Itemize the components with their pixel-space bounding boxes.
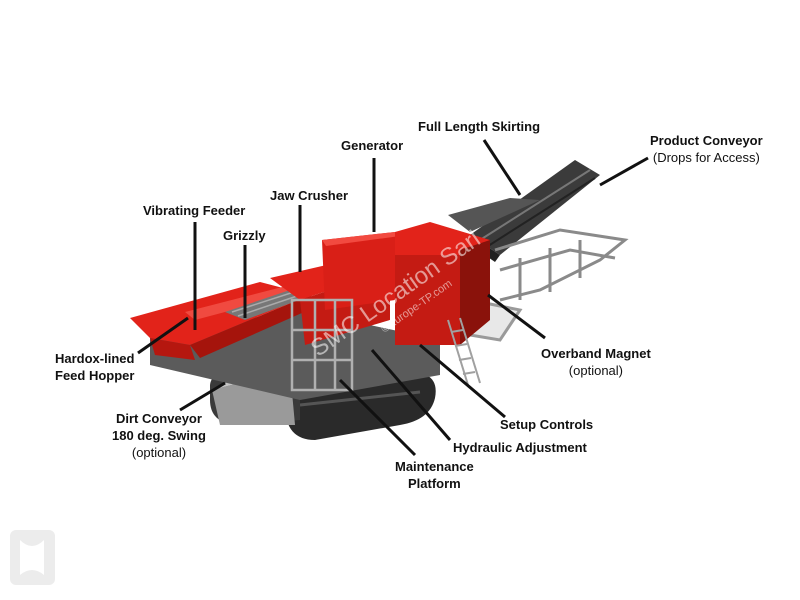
label-full-length-skirting-text: Full Length Skirting bbox=[418, 119, 541, 134]
label-setup-controls: Setup Controls bbox=[500, 416, 593, 433]
leader-hardox bbox=[137, 316, 189, 355]
label-hardox-line1: Hardox-lined bbox=[55, 351, 135, 366]
label-grizzly: Grizzly bbox=[223, 227, 266, 244]
generator-shape bbox=[322, 232, 400, 310]
power-unit-shape bbox=[395, 222, 490, 345]
label-generator: Generator bbox=[341, 137, 403, 154]
label-jaw-crusher-text: Jaw Crusher bbox=[270, 188, 349, 203]
feed-hopper-shape bbox=[130, 282, 320, 360]
leader-lines bbox=[137, 139, 649, 457]
label-maintenance-line1: Maintenance bbox=[395, 459, 474, 474]
leader-dirt-conveyor bbox=[179, 381, 226, 412]
label-hydraulic-adjustment-text: Hydraulic Adjustment bbox=[453, 440, 587, 455]
leader-full-length-skirting bbox=[482, 139, 522, 196]
label-grizzly-text: Grizzly bbox=[223, 228, 266, 243]
label-generator-text: Generator bbox=[341, 138, 404, 153]
leader-product-conveyor bbox=[599, 156, 649, 187]
label-product-conveyor-note: (Drops for Access) bbox=[652, 150, 760, 165]
maintenance-platform-shape bbox=[290, 298, 354, 392]
label-vibrating-feeder-text: Vibrating Feeder bbox=[143, 203, 246, 218]
label-maintenance-platform: Maintenance Platform bbox=[395, 458, 474, 492]
label-hardox-feed-hopper: Hardox-lined Feed Hopper bbox=[55, 350, 134, 384]
ladder-shape bbox=[447, 317, 481, 386]
leader-overband-magnet bbox=[487, 293, 546, 340]
label-hydraulic-adjustment: Hydraulic Adjustment bbox=[453, 439, 587, 456]
label-dirt-conveyor-line2: 180 deg. Swing bbox=[112, 428, 206, 443]
label-product-conveyor: Product Conveyor (Drops for Access) bbox=[650, 132, 763, 166]
label-hardox-line2: Feed Hopper bbox=[55, 368, 135, 383]
label-maintenance-line2: Platform bbox=[408, 476, 461, 491]
label-overband-magnet: Overband Magnet (optional) bbox=[541, 345, 651, 379]
label-overband-magnet-text: Overband Magnet bbox=[541, 346, 651, 361]
label-full-length-skirting: Full Length Skirting bbox=[418, 118, 540, 135]
label-dirt-conveyor-line1: Dirt Conveyor bbox=[115, 411, 202, 426]
label-product-conveyor-text: Product Conveyor bbox=[650, 133, 763, 148]
leader-maintenance-platform bbox=[338, 378, 417, 457]
label-vibrating-feeder: Vibrating Feeder bbox=[143, 202, 245, 219]
leader-setup-controls bbox=[419, 343, 506, 419]
leader-hydraulic-adjustment bbox=[370, 349, 452, 441]
label-setup-controls-text: Setup Controls bbox=[500, 417, 594, 432]
label-overband-magnet-note: (optional) bbox=[568, 363, 623, 378]
label-jaw-crusher: Jaw Crusher bbox=[270, 187, 348, 204]
corner-logo bbox=[10, 530, 55, 585]
label-dirt-conveyor: Dirt Conveyor 180 deg. Swing (optional) bbox=[112, 410, 206, 461]
label-dirt-conveyor-note: (optional) bbox=[131, 445, 187, 460]
